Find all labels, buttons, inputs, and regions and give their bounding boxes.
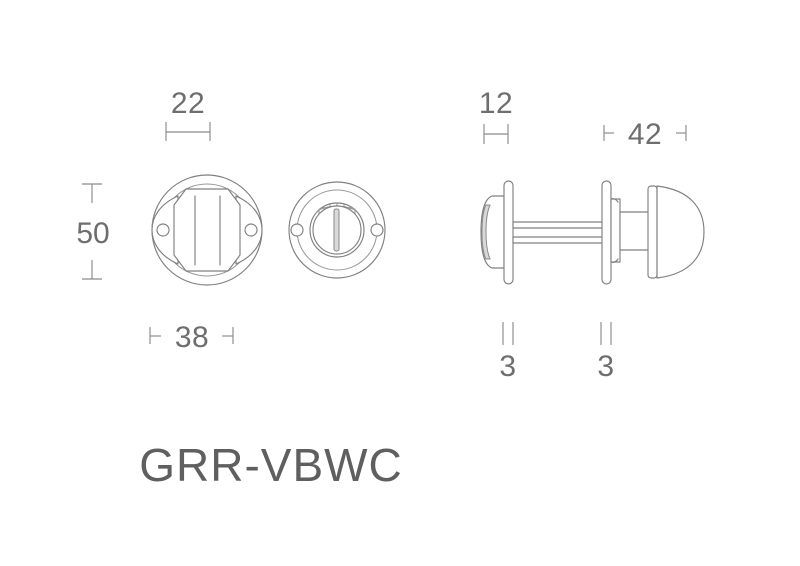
dimension-12-group: 12 [479,87,513,144]
dimension-22-label: 22 [171,87,205,120]
product-code-title: GRR-VBWC [139,439,403,491]
dimension-42-group: 42 [603,118,687,151]
screw-hole-left [156,223,170,237]
dimension-3-right-group: 3 [597,322,614,383]
side-knob-shank [619,211,650,251]
side-spindle-bar-lower [512,236,607,244]
turn-knob-body [173,188,241,272]
dimension-38-label: 38 [175,321,209,354]
side-knob-dome [656,185,705,279]
side-spindle-bar-upper [512,221,607,229]
side-turn-knob-shade [481,204,491,260]
side-knob-base-plate [647,185,658,279]
dimension-22-group: 22 [165,87,211,141]
side-neck-collar [610,198,621,263]
release-screw-hole-left [290,223,304,237]
dimension-50-group: 50 [76,183,110,280]
side-view-profile [480,180,705,285]
front-view-turn-knob [151,174,263,286]
front-view-coin-release [288,181,386,279]
dimension-3-left-label: 3 [499,350,516,383]
dimension-50-label: 50 [76,217,109,250]
side-rose-plate-right [601,180,612,285]
screw-hole-right [244,223,258,237]
dimension-3-left-group: 3 [499,322,516,383]
dimension-12-label: 12 [479,87,513,120]
release-screw-hole-right [370,223,384,237]
coin-slot [333,208,340,252]
side-neck-fillet [610,198,619,263]
side-rose-plate-left [503,180,514,285]
dimension-42-label: 42 [628,118,662,151]
dimension-3-right-label: 3 [597,350,614,383]
dimension-38-group: 38 [149,321,234,354]
